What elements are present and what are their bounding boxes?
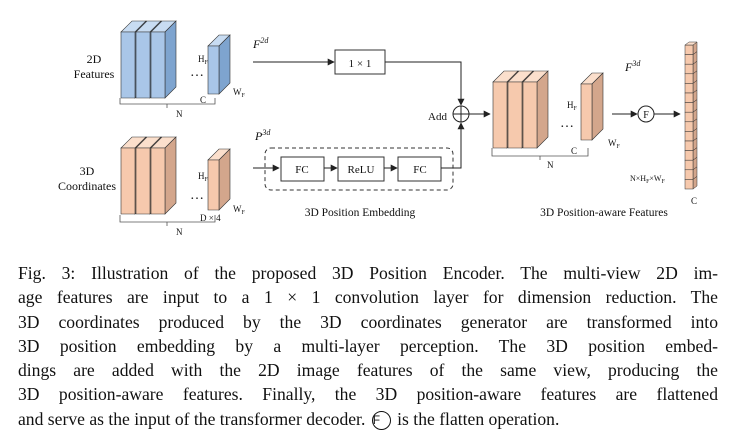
feature-slab [150,20,177,99]
features-2d-stack: … HF C WF N 2D Features F2d [74,20,269,119]
conv-to-add-line [385,61,465,106]
features-2d-label-line1: 2D [87,52,102,66]
coords-3d-label-line1: 3D [80,164,95,178]
flat-c-label: C [691,196,697,206]
features-2d-dots: … [190,65,204,80]
fc2-box [397,156,442,182]
coords-3d-hf-label: HF [198,171,209,183]
feature-slab [207,34,231,95]
coords-3d-n-label: N [176,227,183,237]
feature-slab [207,148,231,211]
caption-last-after: is the flatten operation. [397,408,560,429]
relu-box [337,156,385,182]
fc1-label: FC [295,164,308,176]
conv-1x1-box [334,49,386,75]
coords-3d-wf-label: WF [233,204,246,216]
pa-n-label: N [547,160,554,170]
position-aware-stack: … HF C WF N F3d 3D Position-aware Featur… [491,59,668,219]
flat-size-label: N×HF×WF [630,174,665,185]
coords-3d-d4-label: D × 4 [200,213,221,223]
feature-slab [150,136,177,215]
pa-c-label: C [571,146,577,156]
f3d-label: F3d [624,59,641,74]
pa-hf-label: HF [567,100,578,112]
caption-line: 3D coordinates produced by the 3D coordi… [18,311,718,332]
flat-token-cell [684,175,698,190]
caption-line-last: and serve as the input of the transforme… [18,407,718,431]
pa-wf-label: WF [608,138,621,150]
coords-3d-label-line2: Coordinates [58,179,116,193]
feature-slab [580,72,604,141]
caption-last-before: and serve as the input of the transforme… [18,408,366,429]
embedding-caption: 3D Position Embedding [305,207,416,219]
caption-line: 3D position embedding by a multi-layer p… [18,335,718,356]
features-2d-hf-label: HF [198,54,209,66]
pa-dots: … [560,116,574,131]
features-2d-n-label: N [176,109,183,119]
relu-label: ReLU [348,164,375,176]
fc1-box [280,156,325,182]
caption-line: 3D position-aware features. Finally, the… [18,384,718,405]
pa-caption: 3D Position-aware Features [540,207,668,219]
caption-line: age features are input to a 1 × 1 convol… [18,287,718,308]
flatten-symbol-icon: F [371,410,391,430]
conv-1x1-label: 1 × 1 [349,58,372,70]
coords-3d-dots: … [190,188,204,203]
features-2d-wf-label: WF [233,87,246,99]
features-2d-label-line2: Features [74,67,115,81]
flattened-token-column: N×HF×WF C [630,41,698,206]
fc2-to-add-line [441,122,465,169]
fc2-label: FC [413,164,426,176]
figure-caption: Fig. 3: Illustration of the proposed 3D … [18,261,718,431]
features-2d-c-label: C [200,95,206,105]
f2d-label: F2d [252,36,269,51]
coords-3d-stack: … HF D × 4 WF N 3D Coordinates P3d [58,128,271,237]
p3d-label: P3d [254,128,271,143]
coords-3d-n-brace [119,215,216,226]
flatten-op-label: F [643,110,649,121]
feature-slab [522,70,549,149]
add-label: Add [428,111,447,123]
features-2d-n-brace [119,98,216,108]
flat-column-top [684,41,698,46]
embedding-dashed-box [264,147,454,191]
caption-line: Fig. 3: Illustration of the proposed 3D … [18,263,718,283]
pa-n-brace [491,148,589,160]
caption-line: dings are added with the 2D image featur… [18,360,718,381]
